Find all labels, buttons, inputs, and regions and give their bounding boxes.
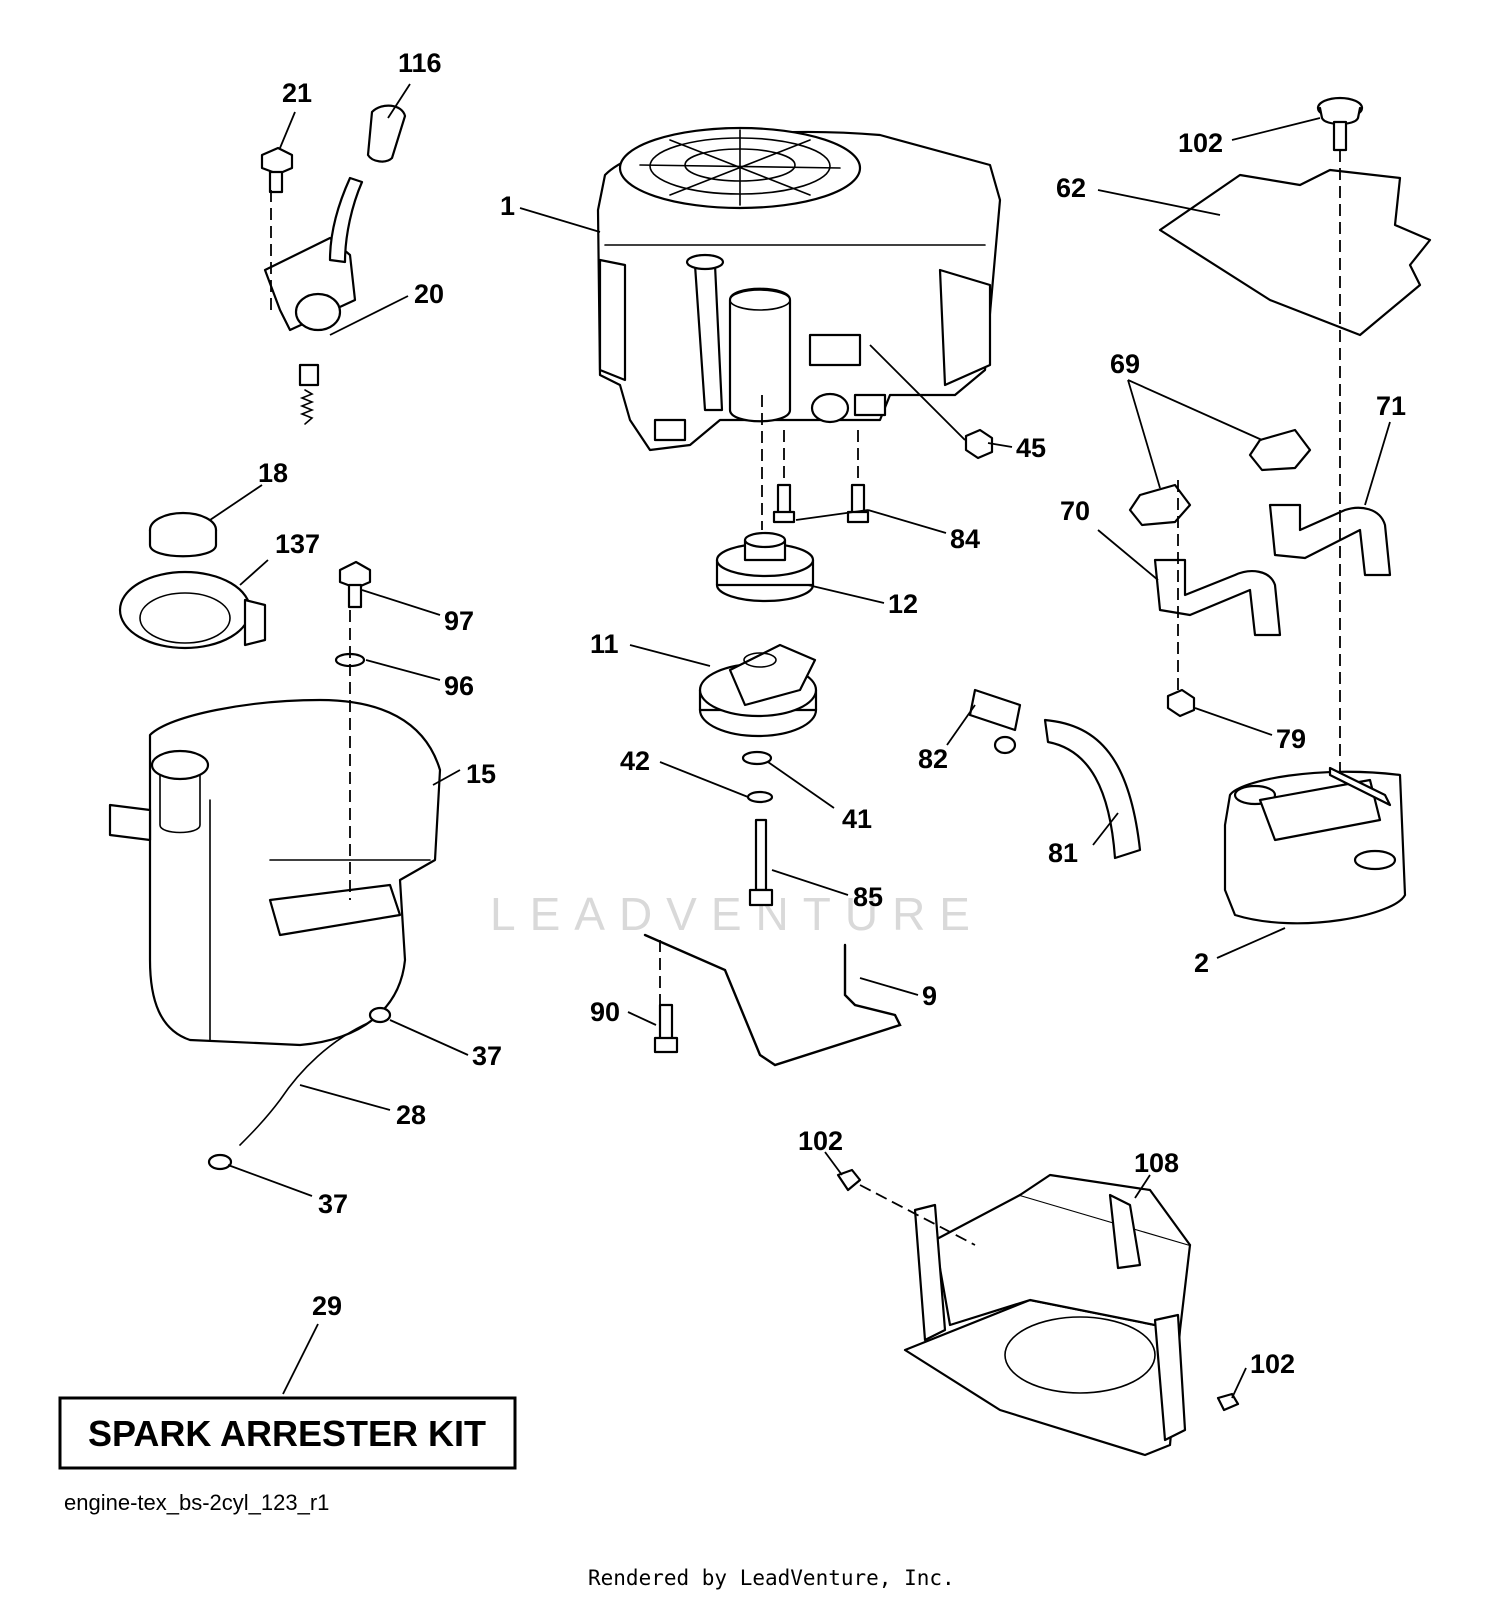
callout-15: 15 xyxy=(466,759,496,789)
callout-102: 102 xyxy=(1178,128,1223,158)
hose-clamp-part xyxy=(368,1006,392,1024)
centerline xyxy=(859,1184,976,1246)
oil-drain-tube-part xyxy=(643,933,902,1067)
exhaust-pipe-part xyxy=(1153,558,1282,637)
drain-plug-part xyxy=(964,428,994,460)
callout-137: 137 xyxy=(275,529,320,559)
callout-81: 81 xyxy=(1048,838,1078,868)
callout-41: 41 xyxy=(842,804,872,834)
watermark-text: LEADVENTURE xyxy=(490,888,984,940)
fuel-cap-part xyxy=(148,511,218,558)
heat-shield-part xyxy=(1158,168,1432,337)
callout-96: 96 xyxy=(444,671,474,701)
callout-18: 18 xyxy=(258,458,288,488)
screw-part xyxy=(338,560,372,609)
washer-part xyxy=(741,750,773,766)
bolt-part xyxy=(772,483,870,524)
callout-1: 1 xyxy=(500,191,515,221)
callout-20: 20 xyxy=(414,279,444,309)
callout-90: 90 xyxy=(590,997,620,1027)
callout-116: 116 xyxy=(398,48,442,78)
washer-part xyxy=(746,790,774,804)
callout-62: 62 xyxy=(1056,173,1086,203)
render-credit: Rendered by LeadVenture, Inc. xyxy=(588,1566,955,1590)
bolt-part xyxy=(260,146,294,194)
callout-70: 70 xyxy=(1060,496,1090,526)
leader-lines xyxy=(209,83,1391,1399)
callout-labels: 116 21 20 1 102 62 45 69 71 18 84 70 137… xyxy=(258,48,1406,1379)
hose-part xyxy=(1043,718,1142,860)
callout-9: 9 xyxy=(922,981,937,1011)
filler-neck-part xyxy=(118,570,267,650)
fuel-filter-part xyxy=(968,688,1022,755)
callout-21: 21 xyxy=(282,78,312,108)
callout-37-lower: 37 xyxy=(318,1189,348,1219)
muffler-part xyxy=(1223,766,1407,925)
exhaust-pipe-part xyxy=(1268,503,1392,577)
throttle-control-part xyxy=(263,176,364,425)
knob-part xyxy=(366,104,407,163)
knob-part xyxy=(1316,96,1364,152)
callout-37: 37 xyxy=(472,1041,502,1071)
callout-45: 45 xyxy=(1016,433,1046,463)
bolt-part xyxy=(1166,688,1196,718)
callout-102-bottom-right: 102 xyxy=(1250,1349,1295,1379)
callout-12: 12 xyxy=(888,589,918,619)
callout-79: 79 xyxy=(1276,724,1306,754)
spark-arrester-kit-label: SPARK ARRESTER KIT xyxy=(88,1413,486,1454)
callout-28: 28 xyxy=(396,1100,426,1130)
callout-84: 84 xyxy=(950,524,980,554)
hose-clamp-part xyxy=(207,1153,233,1171)
callout-108: 108 xyxy=(1134,1148,1179,1178)
callout-69: 69 xyxy=(1110,349,1140,379)
bolt-part xyxy=(653,1003,679,1054)
gasket-part xyxy=(1248,428,1312,472)
callout-42: 42 xyxy=(620,746,650,776)
pulley-part xyxy=(715,531,815,603)
callout-102-bottom-left: 102 xyxy=(798,1126,843,1156)
callout-97: 97 xyxy=(444,606,474,636)
callout-11: 11 xyxy=(590,629,619,659)
screw-part xyxy=(1216,1392,1240,1412)
fuel-hose-part xyxy=(239,1021,371,1146)
diagram-file-name: engine-tex_bs-2cyl_123_r1 xyxy=(64,1490,329,1515)
callout-71: 71 xyxy=(1376,391,1406,421)
callout-29: 29 xyxy=(312,1291,342,1321)
screw-part xyxy=(836,1168,862,1192)
bolt-part xyxy=(748,818,774,907)
engine-cover-part xyxy=(903,1173,1192,1457)
engine-part xyxy=(596,126,1002,452)
electric-clutch-part xyxy=(698,643,818,738)
gasket-part xyxy=(1128,483,1192,527)
fuel-tank-part xyxy=(108,698,442,1047)
callout-85: 85 xyxy=(853,882,883,912)
callout-82: 82 xyxy=(918,744,948,774)
callout-2: 2 xyxy=(1194,948,1209,978)
spark-arrester-kit-box: SPARK ARRESTER KIT xyxy=(58,1396,517,1470)
